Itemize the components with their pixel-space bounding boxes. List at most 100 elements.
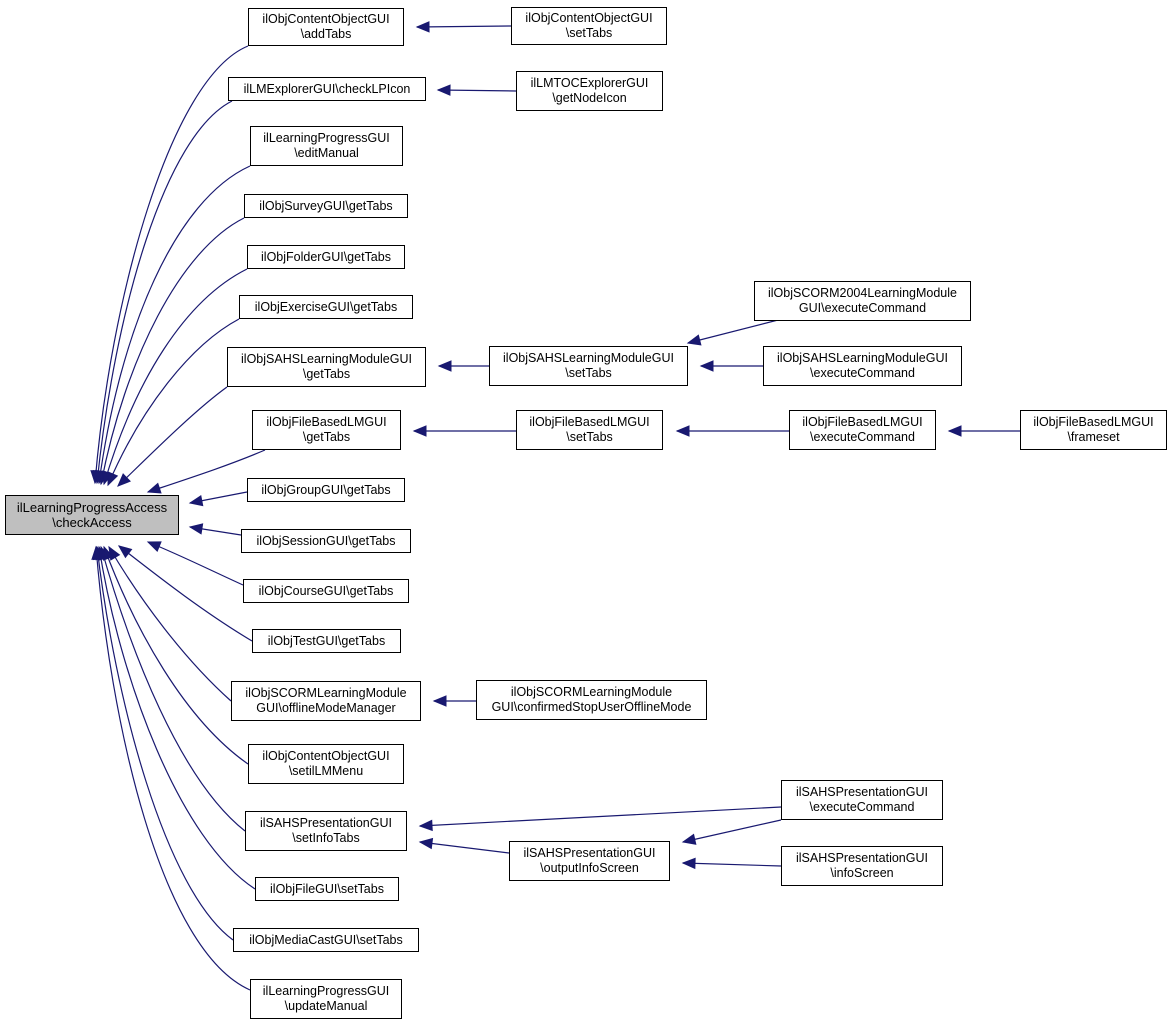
graph-node-p3[interactable]: ilObjFileBasedLMGUI\executeCommand <box>789 410 936 450</box>
edge-arrowhead <box>188 523 204 535</box>
edge-n12-to-root <box>117 545 253 642</box>
edge-n1-to-root <box>90 45 249 485</box>
edge-arrowhead <box>415 21 430 33</box>
edge-arrowhead <box>107 471 119 487</box>
edge-m1-to-n1 <box>415 21 512 33</box>
edge-arrowhead <box>418 819 433 832</box>
node-label-line: ilObjFolderGUI\getTabs <box>261 249 391 264</box>
node-label-line: GUI\executeCommand <box>798 301 927 315</box>
node-label-line: \setTabs <box>565 366 612 380</box>
edge-m3-to-n7 <box>437 360 489 372</box>
node-label-line: ilSAHSPresentationGUI <box>523 846 656 860</box>
node-label-line: ilObjMediaCastGUI\setTabs <box>249 932 403 947</box>
graph-node-n14[interactable]: ilObjContentObjectGUI\setilLMMenu <box>248 744 404 784</box>
node-label-line: \addTabs <box>300 27 352 41</box>
node-label-line: \checkAccess <box>52 515 132 530</box>
edge-line <box>103 268 248 485</box>
edge-arrowhead <box>437 360 452 372</box>
node-label-line: ilObjContentObjectGUI <box>262 12 390 26</box>
edge-p1-to-m3 <box>686 319 779 346</box>
edge-arrowhead <box>91 545 103 560</box>
graph-node-m1[interactable]: ilObjContentObjectGUI\setTabs <box>511 7 667 45</box>
graph-node-n3[interactable]: ilLearningProgressGUI\editManual <box>250 126 403 166</box>
edge-line <box>98 165 251 484</box>
node-label-line: \outputInfoScreen <box>540 861 639 875</box>
node-label-line: ilObjFileBasedLMGUI <box>802 415 923 429</box>
graph-node-n16[interactable]: ilObjFileGUI\setTabs <box>255 877 399 901</box>
graph-node-n18[interactable]: ilLearningProgressGUI\updateManual <box>250 979 402 1019</box>
edge-p4-to-n15 <box>418 806 782 832</box>
edge-line <box>108 546 232 702</box>
graph-node-n15[interactable]: ilSAHSPresentationGUI\setInfoTabs <box>245 811 407 851</box>
node-label-line: ilLearningProgressGUI <box>263 131 390 145</box>
node-label-line: ilObjFileBasedLMGUI <box>1033 415 1154 429</box>
node-label-line: \setTabs <box>566 430 613 444</box>
graph-node-p4[interactable]: ilSAHSPresentationGUI\executeCommand <box>781 780 943 820</box>
edge-n3-to-root <box>95 165 251 485</box>
graph-node-n9[interactable]: ilObjGroupGUI\getTabs <box>247 478 405 502</box>
root-node[interactable]: ilLearningProgressAccess\checkAccess <box>5 495 179 535</box>
edge-m4-to-n8 <box>412 425 516 437</box>
graph-node-m6[interactable]: ilSAHSPresentationGUI\outputInfoScreen <box>509 841 670 881</box>
edge-line <box>103 546 249 765</box>
graph-node-n17[interactable]: ilObjMediaCastGUI\setTabs <box>233 928 419 952</box>
node-label-line: \setilLMMenu <box>288 764 364 778</box>
graph-node-n2[interactable]: ilLMExplorerGUI\checkLPIcon <box>228 77 426 101</box>
node-label-line: \getTabs <box>302 430 351 444</box>
graph-node-n4[interactable]: ilObjSurveyGUI\getTabs <box>244 194 408 218</box>
edge-line <box>147 449 266 493</box>
node-label-line: ilObjExerciseGUI\getTabs <box>254 299 398 314</box>
graph-node-q1[interactable]: ilObjFileBasedLMGUI\frameset <box>1020 410 1167 450</box>
node-label-line: ilObjSAHSLearningModuleGUI <box>503 351 674 365</box>
node-label-line: ilObjSessionGUI\getTabs <box>256 533 396 548</box>
node-label-line: \editManual <box>294 146 359 160</box>
graph-node-n6[interactable]: ilObjExerciseGUI\getTabs <box>239 295 413 319</box>
graph-node-n10[interactable]: ilObjSessionGUI\getTabs <box>241 529 411 553</box>
graph-node-m2[interactable]: ilLMTOCExplorerGUI\getNodeIcon <box>516 71 663 111</box>
graph-node-p5[interactable]: ilSAHSPresentationGUI\infoScreen <box>781 846 943 886</box>
edge-n10-to-root <box>188 523 242 536</box>
node-label-line: ilObjSAHSLearningModuleGUI <box>777 351 948 365</box>
graph-node-n1[interactable]: ilObjContentObjectGUI\addTabs <box>248 8 404 46</box>
node-label-line: ilObjFileGUI\setTabs <box>270 881 384 896</box>
edge-arrowhead <box>412 425 427 437</box>
edge-arrowhead <box>146 541 162 553</box>
node-label-line: ilLMExplorerGUI\checkLPIcon <box>243 81 411 96</box>
edge-n14-to-root <box>102 545 249 765</box>
edge-n8-to-root <box>146 449 266 494</box>
edge-line <box>107 318 240 486</box>
graph-node-n8[interactable]: ilObjFileBasedLMGUI\getTabs <box>252 410 401 450</box>
graph-node-m3[interactable]: ilObjSAHSLearningModuleGUI\setTabs <box>489 346 688 386</box>
node-label-line: ilObjTestGUI\getTabs <box>267 633 386 648</box>
edge-arrowhead <box>117 545 133 559</box>
node-label-line: ilObjContentObjectGUI <box>262 749 390 763</box>
edge-n9-to-root <box>188 491 248 507</box>
edge-line <box>437 89 517 92</box>
edge-n7-to-root <box>117 386 228 487</box>
graph-node-n5[interactable]: ilObjFolderGUI\getTabs <box>247 245 405 269</box>
edge-q1-to-p3 <box>947 425 1020 437</box>
graph-node-n12[interactable]: ilObjTestGUI\getTabs <box>252 629 401 653</box>
graph-node-p2[interactable]: ilObjSAHSLearningModuleGUI\executeComman… <box>763 346 962 386</box>
graph-node-n11[interactable]: ilObjCourseGUI\getTabs <box>243 579 409 603</box>
edge-arrowhead <box>675 425 690 437</box>
graph-node-m4[interactable]: ilObjFileBasedLMGUI\setTabs <box>516 410 663 450</box>
node-label-line: ilObjFileBasedLMGUI <box>529 415 650 429</box>
edge-line <box>96 546 234 941</box>
edge-arrowhead <box>418 837 434 850</box>
edge-n6-to-root <box>107 318 240 487</box>
edge-line <box>416 25 512 28</box>
node-label-line: ilObjFileBasedLMGUI <box>266 415 387 429</box>
node-label-line: GUI\confirmedStopUserOfflineMode <box>491 700 692 714</box>
graph-node-n7[interactable]: ilObjSAHSLearningModuleGUI\getTabs <box>227 347 426 387</box>
node-label-line: GUI\offlineModeManager <box>256 701 396 715</box>
edge-n17-to-root <box>92 545 234 941</box>
edge-line <box>94 45 249 484</box>
edge-n11-to-root <box>146 541 244 586</box>
edge-line <box>419 841 510 854</box>
edge-m2-to-n2 <box>436 84 517 96</box>
edge-line <box>147 541 244 586</box>
